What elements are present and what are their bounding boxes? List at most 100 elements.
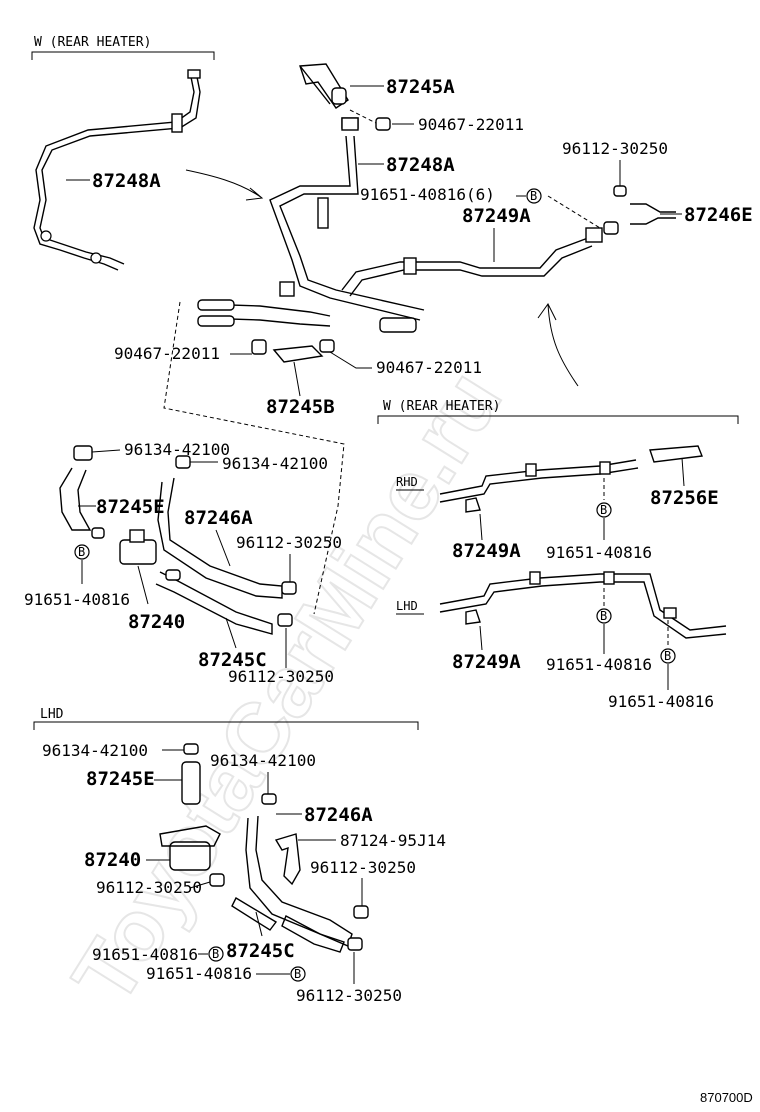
- diagram-code: 870700D: [700, 1090, 753, 1105]
- label-91651-40816-rhd: B 91651-40816: [546, 478, 652, 562]
- label-96112-30250-bot-a: 96112-30250: [96, 878, 211, 897]
- bolt-icon: [526, 188, 542, 204]
- pipe-87249A-lhd: [439, 571, 727, 639]
- svg-text:87245B: 87245B: [266, 396, 335, 418]
- svg-text:87248A: 87248A: [386, 154, 455, 176]
- label-96134-42100-b: 96134-42100: [190, 454, 328, 473]
- svg-text:96134-42100: 96134-42100: [42, 741, 148, 760]
- svg-text:87249A: 87249A: [462, 205, 531, 227]
- svg-text:B: B: [530, 189, 537, 203]
- label-87245C-bot: 87245C: [226, 911, 295, 962]
- detail-outline-center: [163, 301, 345, 615]
- svg-text:91651-40816: 91651-40816: [24, 590, 130, 609]
- label-96112-30250-bot-c: 96112-30250: [296, 952, 402, 1005]
- svg-text:91651-40816(6): 91651-40816(6): [360, 185, 495, 204]
- label-lhd-side: LHD: [396, 599, 424, 615]
- label-91651-40816-lhd2: B 91651-40816: [608, 620, 714, 711]
- label-96112-30250-bot-b: 96112-30250: [310, 858, 416, 906]
- header-bottom-lhd: LHD: [33, 707, 419, 730]
- svg-text:B: B: [600, 609, 607, 623]
- pipe-87248A-center: [197, 117, 425, 333]
- svg-text:96112-30250: 96112-30250: [296, 986, 402, 1005]
- svg-text:B: B: [212, 947, 219, 961]
- svg-text:B: B: [664, 649, 671, 663]
- svg-text:87246A: 87246A: [184, 507, 253, 529]
- pipe-87249A-rhd: [439, 459, 639, 513]
- label-87245B: 87245B: [266, 361, 335, 418]
- svg-text:91651-40816: 91651-40816: [546, 655, 652, 674]
- header-right: W (REAR HEATER): [377, 399, 739, 424]
- label-87245E-bot: 87245E: [86, 768, 182, 790]
- bolt-icon: [596, 502, 612, 518]
- bolt-icon: [208, 946, 224, 962]
- svg-text:96112-30250: 96112-30250: [96, 878, 202, 897]
- arrow-left: [185, 169, 264, 201]
- label-87246A-mid: 87246A: [184, 507, 253, 567]
- hose-87256E: [649, 445, 703, 463]
- label-96134-42100-a: 96134-42100: [91, 440, 230, 459]
- hose-87245A: [299, 63, 349, 109]
- svg-text:96134-42100: 96134-42100: [124, 440, 230, 459]
- svg-text:W (REAR HEATER): W (REAR HEATER): [383, 399, 500, 414]
- svg-text:87248A: 87248A: [92, 170, 161, 192]
- label-87245E-mid: 87245E: [78, 496, 165, 518]
- label-87248A-left: 87248A: [66, 170, 161, 192]
- svg-text:91651-40816: 91651-40816: [92, 945, 198, 964]
- bolt-icon: [74, 544, 90, 560]
- hose-87246E: [603, 185, 676, 235]
- svg-text:91651-40816: 91651-40816: [546, 543, 652, 562]
- label-91651-40816-six: 91651-40816(6) B: [360, 185, 542, 204]
- svg-text:87245E: 87245E: [96, 496, 165, 518]
- valve-group-mid: [59, 445, 297, 635]
- svg-text:96134-42100: 96134-42100: [222, 454, 328, 473]
- svg-text:87124-95J14: 87124-95J14: [340, 831, 446, 850]
- label-91651-40816-bot-a: 91651-40816 B: [92, 945, 224, 964]
- svg-text:96134-42100: 96134-42100: [210, 751, 316, 770]
- svg-text:LHD: LHD: [40, 707, 64, 722]
- hose-87245B: [251, 339, 335, 363]
- label-96112-30250-top: 96112-30250: [562, 139, 668, 186]
- svg-text:96112-30250: 96112-30250: [236, 533, 342, 552]
- arrow-right: [537, 303, 579, 387]
- label-91651-40816-bot-b: 91651-40816 B: [146, 964, 306, 983]
- svg-text:90467-22011: 90467-22011: [114, 344, 220, 363]
- svg-text:B: B: [294, 967, 301, 981]
- label-87240-mid: 87240: [128, 565, 185, 633]
- label-87248A-right: 87248A: [358, 154, 455, 176]
- svg-text:87256E: 87256E: [650, 487, 719, 509]
- pipe-87248A-left: [33, 69, 201, 271]
- svg-text:87245C: 87245C: [198, 649, 267, 671]
- label-90467-22011-right: 90467-22011: [329, 351, 482, 377]
- label-90467-22011-left: 90467-22011: [114, 344, 252, 363]
- svg-text:96112-30250: 96112-30250: [562, 139, 668, 158]
- svg-text:LHD: LHD: [396, 599, 418, 613]
- label-96112-30250-mid: 96112-30250: [236, 533, 342, 582]
- svg-text:96112-30250: 96112-30250: [228, 667, 334, 686]
- svg-text:87249A: 87249A: [452, 651, 521, 673]
- svg-text:91651-40816: 91651-40816: [608, 692, 714, 711]
- label-rhd: RHD: [396, 475, 424, 491]
- svg-text:96112-30250: 96112-30250: [310, 858, 416, 877]
- label-87256E: 87256E: [650, 457, 719, 509]
- svg-text:87245A: 87245A: [386, 76, 455, 98]
- bolt-icon: [596, 608, 612, 624]
- svg-text:90467-22011: 90467-22011: [418, 115, 524, 134]
- svg-text:87246E: 87246E: [684, 204, 753, 226]
- svg-text:W (REAR HEATER): W (REAR HEATER): [34, 35, 151, 50]
- label-96134-42100-bot-a: 96134-42100: [42, 741, 184, 760]
- label-91651-40816-mid: B 91651-40816: [24, 544, 130, 609]
- bolt-icon: [660, 648, 676, 664]
- svg-text:87249A: 87249A: [452, 540, 521, 562]
- dashed-link-91651-six: [547, 195, 601, 229]
- label-87124-95J14: 87124-95J14: [298, 831, 446, 850]
- label-87240-bot: 87240: [84, 849, 170, 871]
- pipe-87249A-top: [341, 227, 603, 297]
- label-87245C-mid: 87245C: [198, 617, 267, 671]
- svg-text:91651-40816: 91651-40816: [146, 964, 252, 983]
- svg-text:RHD: RHD: [396, 475, 418, 489]
- header-top-left: W (REAR HEATER): [31, 35, 215, 60]
- label-96134-42100-bot-b: 96134-42100: [210, 751, 316, 794]
- svg-text:90467-22011: 90467-22011: [376, 358, 482, 377]
- svg-text:87246A: 87246A: [304, 804, 373, 826]
